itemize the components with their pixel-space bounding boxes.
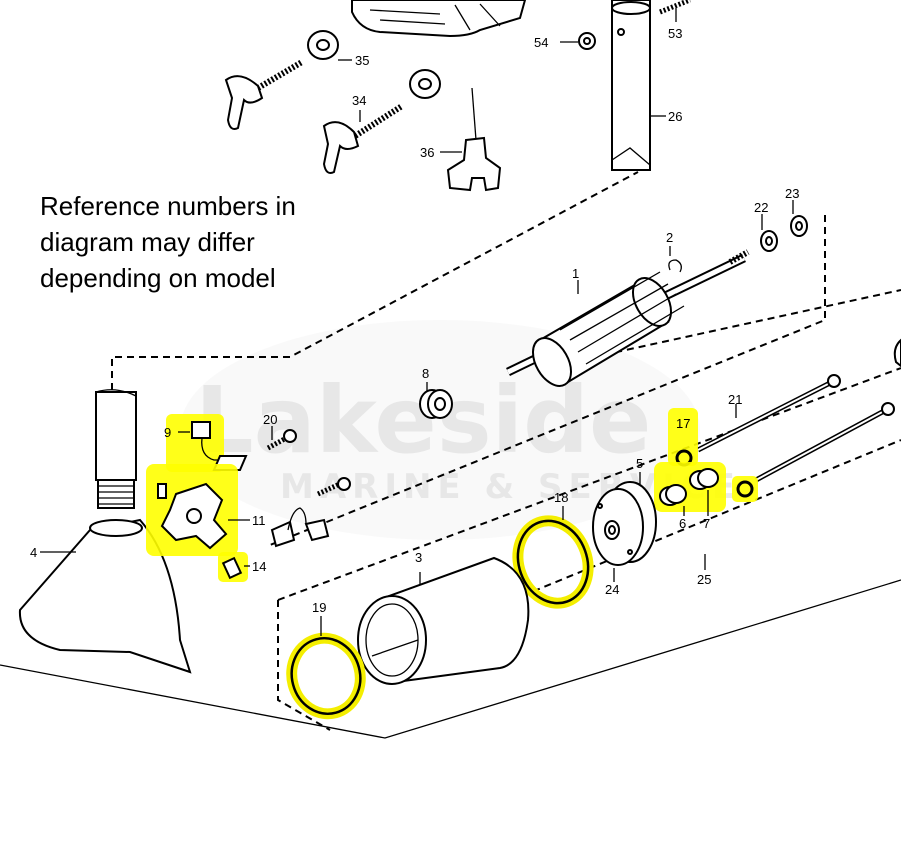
base-plate-outline [0, 579, 901, 739]
part-34-thumb-screws [224, 59, 404, 174]
callout-14: 14 [252, 559, 266, 574]
part-5-end-cap [592, 472, 657, 582]
callout-24: 24 [605, 582, 619, 597]
callout-54: 54 [534, 35, 548, 50]
part-brush-clip [270, 477, 351, 548]
part-19-o-ring [286, 616, 366, 720]
callout-9: 9 [164, 425, 171, 440]
part-washer-right [732, 476, 758, 502]
callout-26: 26 [668, 109, 682, 124]
callout-18: 18 [554, 490, 568, 505]
callout-labels: 1 2 3 4 5 6 7 8 9 11 14 17 18 19 20 21 2… [30, 26, 799, 615]
part-6-7-bushings [654, 462, 726, 516]
part-11-brush-holder [146, 464, 250, 556]
callout-11: 11 [252, 513, 266, 528]
callout-36: 36 [420, 145, 434, 160]
reference-note: Reference numbers in diagram may differ … [40, 188, 340, 296]
part-36-tool [440, 87, 502, 192]
callout-25: 25 [697, 572, 711, 587]
part-21-through-bolts [696, 338, 901, 483]
part-2-clip [668, 246, 682, 273]
callout-7: 7 [703, 516, 710, 531]
part-53-bolt [659, 0, 691, 22]
callout-23: 23 [785, 186, 799, 201]
callout-17: 17 [676, 416, 690, 431]
part-9-brush-lead [166, 414, 248, 472]
callout-3: 3 [415, 550, 422, 565]
note-line-2: diagram may differ [40, 227, 255, 257]
part-26-shaft-tube [611, 0, 666, 171]
part-54-nut [560, 32, 596, 50]
part-3-housing [357, 556, 530, 685]
part-1-armature [506, 249, 750, 387]
assembly-lines [111, 171, 901, 731]
callout-20: 20 [263, 412, 277, 427]
callout-35: 35 [355, 53, 369, 68]
callout-6: 6 [679, 516, 686, 531]
callout-19: 19 [312, 600, 326, 615]
callout-34: 34 [352, 93, 366, 108]
note-line-3: depending on model [40, 263, 276, 293]
part-18-o-ring [512, 506, 594, 609]
callout-5: 5 [636, 456, 643, 471]
note-line-1: Reference numbers in [40, 191, 296, 221]
callout-1: 1 [572, 266, 579, 281]
part-20-screw [266, 426, 297, 451]
callout-2: 2 [666, 230, 673, 245]
callout-8: 8 [422, 366, 429, 381]
part-35-washers [307, 30, 441, 99]
callout-4: 4 [30, 545, 37, 560]
part-14-set-screw [218, 552, 250, 582]
motor-head-part [351, 0, 527, 38]
callout-53: 53 [668, 26, 682, 41]
callout-22: 22 [754, 200, 768, 215]
part-8-bearing [419, 382, 453, 419]
part-22-23-washers [760, 200, 808, 252]
callout-21: 21 [728, 392, 742, 407]
